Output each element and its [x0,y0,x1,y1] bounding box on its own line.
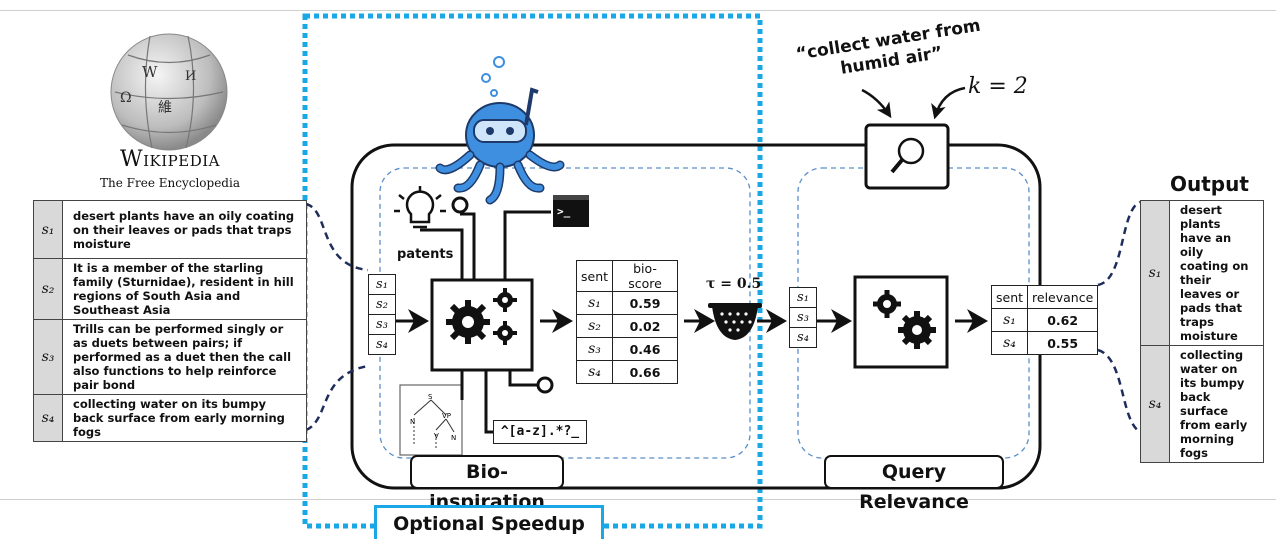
svg-text:S: S [428,393,433,401]
optional-speedup-label: Optional Speedup [374,505,604,539]
svg-text:И: И [185,69,196,84]
list-item: s₃ [789,307,817,328]
svg-text:N: N [451,434,456,442]
svg-text:N: N [410,418,415,426]
svg-text:W: W [142,63,158,81]
gears-icon-relevance [873,290,936,349]
bio-input-list: s₁ s₂ s₃ s₄ [368,274,396,355]
list-item: s₄ [789,327,817,348]
wikipedia-tagline: The Free Encyclopedia [100,176,240,190]
terminal-icon [553,195,589,227]
threshold-label: τ = 0.5 [706,276,762,292]
list-item: s₁ [368,274,396,295]
tool-port-bottom [536,376,554,394]
query-relevance-label: Query Relevance [824,455,1004,513]
tool-wiring [420,210,551,434]
output-connector-bottom [1097,348,1141,434]
input-connector-top [305,202,369,272]
gears-icon-bio [446,288,517,345]
svg-text:V: V [434,432,439,440]
bio-inspiration-label: Bio-inspiration [410,455,564,513]
k-arrow [931,86,966,120]
list-item: s₂ [368,294,396,315]
svg-text:Ω: Ω [120,90,132,106]
output-title: Output [1170,172,1249,196]
terminal-prompt: >_ [557,205,571,218]
query-arrow [861,88,892,119]
input-connector-bottom [305,364,369,432]
patents-label: patents [397,247,454,262]
lightbulb-icon [394,186,446,229]
output-connector-top [1097,200,1141,287]
bottom-divider [0,499,1276,500]
parse-tree-icon [399,384,463,456]
svg-text:維: 維 [158,100,172,116]
octopus-icon [435,56,565,205]
list-item: s₃ [368,314,396,335]
top-divider [0,10,1276,11]
relevance-model-box [853,275,949,369]
list-item: s₁ [789,287,817,308]
wikipedia-globe-icon: W Ω 維 И [110,30,228,151]
relevance-input-list: s₁ s₃ s₄ [789,287,817,348]
regex-tool-box: ^[a-z].*?_ [493,420,587,444]
magnifier-icon [890,137,925,174]
tool-port-top [451,196,469,214]
search-box [864,123,950,190]
svg-text:VP: VP [442,412,451,420]
wikipedia-wordmark: Wikipedia [120,147,220,172]
k-label: k = 2 [968,74,1028,99]
list-item: s₄ [368,334,396,355]
colander-icon [708,303,762,340]
